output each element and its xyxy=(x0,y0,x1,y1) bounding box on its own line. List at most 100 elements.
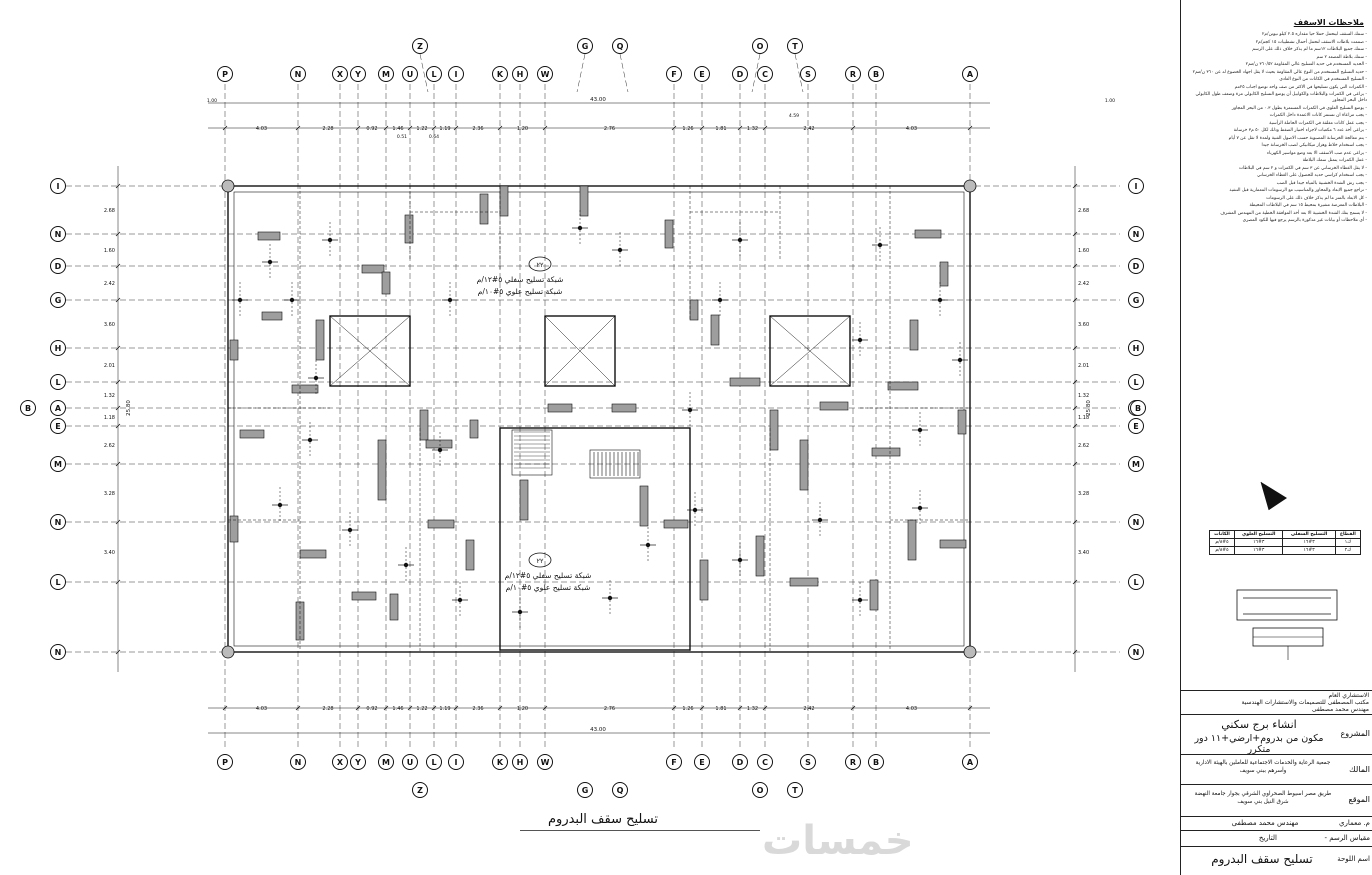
grid-bubble-left: N xyxy=(50,644,66,660)
table-cell: ٥#٨/م xyxy=(1208,538,1236,547)
note-item: - سمك السقف ليتحمل حملا حيا مقداره ٢.٥ ك… xyxy=(1262,32,1367,37)
dimension-tick xyxy=(222,705,228,711)
grid-bubble-circle xyxy=(426,754,442,770)
grid-bubble-top: H xyxy=(512,66,528,82)
dimension-tick xyxy=(1072,379,1078,385)
dimension-tick xyxy=(222,125,228,131)
structural-column xyxy=(519,479,529,521)
note-item: - سمك جميع البلاطات ١٢سم ما لم يذكر خلاف… xyxy=(1252,47,1367,52)
grid-bubble-bottom: E xyxy=(694,754,710,770)
dimension-tick xyxy=(737,125,743,131)
table-cell: التسليح السفلي xyxy=(1282,530,1336,539)
dimension-tick xyxy=(699,705,705,711)
grid-bubble-label: N xyxy=(1133,518,1140,527)
grid-bubble-left: D xyxy=(50,258,66,274)
grid-bubble-bottom-outer: O xyxy=(752,782,768,798)
note-item: - الكمرات التي يكون تسليحها في الاكثر من… xyxy=(1234,84,1367,90)
grid-bubble-label: M xyxy=(382,70,390,79)
grid-bubble-circle xyxy=(492,754,508,770)
grid-bubble-bottom-outer: Z xyxy=(412,782,428,798)
dimension-tick xyxy=(671,125,677,131)
grid-bubble-circle xyxy=(752,38,768,54)
stair-flight xyxy=(511,429,553,476)
grid-bubble-circle xyxy=(1128,456,1144,472)
grid-bubble-circle xyxy=(1130,400,1146,416)
grid-bubble-bottom: K xyxy=(492,754,508,770)
dimension-tick xyxy=(967,125,973,131)
consultant-office: مكتب المصطفى للتصميمات والاستشارات الهند… xyxy=(1241,699,1369,706)
dimension-tick xyxy=(850,125,856,131)
grid-bubble-circle xyxy=(845,754,861,770)
grid-bubble-circle xyxy=(752,782,768,798)
dimension-tick xyxy=(453,125,459,131)
grid-bubble-circle xyxy=(448,66,464,82)
grid-bubble-label: D xyxy=(737,758,744,767)
grid-bubble-circle xyxy=(962,66,978,82)
slab-id-ellipse xyxy=(528,552,552,568)
grid-bubble-label: E xyxy=(55,422,60,431)
dimension-text: 2.01 xyxy=(104,363,115,369)
dimension-tick xyxy=(1072,345,1078,351)
grid-bubble-label: L xyxy=(1133,378,1138,387)
dimension-tick xyxy=(497,125,503,131)
structural-column xyxy=(957,409,967,435)
grid-bubble-label: D xyxy=(55,262,62,271)
dimension-text: 4.03 xyxy=(256,706,267,712)
grid-bubble-top-outer: O xyxy=(752,38,768,54)
grid-bubble-circle xyxy=(402,66,418,82)
grid-bubble-circle xyxy=(868,66,884,82)
grid-bubble-label: I xyxy=(455,70,458,79)
structural-column xyxy=(869,579,879,611)
grid-bubble-circle xyxy=(666,66,682,82)
note-item: - يوضع التسليح العلوي في الكمرات المستمر… xyxy=(1231,105,1367,111)
elevator-shaft xyxy=(769,315,851,387)
scale-label: مقياس الرسم - xyxy=(1324,834,1370,842)
dimension-text: 2.42 xyxy=(803,706,814,712)
structural-column xyxy=(377,439,387,501)
note-item: - يجب عمل كانات مغلقة في الكمرات الحاملة… xyxy=(1269,120,1367,126)
structural-column xyxy=(239,429,265,439)
note-item: - يراعى في الكمرات والبلاطات والكوابيل أ… xyxy=(1195,92,1367,104)
dimension-text: 1.22 xyxy=(416,706,427,712)
grid-bubble-label: H xyxy=(55,344,62,353)
grid-bubble-label: H xyxy=(517,70,524,79)
scale-date-section: مقياس الرسم - التاريخ xyxy=(1181,830,1372,846)
dimension-tick xyxy=(115,263,121,269)
grid-bubble-circle xyxy=(217,66,233,82)
dimension-tick xyxy=(737,705,743,711)
grid-bubble-label: N xyxy=(295,70,302,79)
dimension-text: 1.81 xyxy=(715,706,726,712)
grid-bubble-label: L xyxy=(55,578,60,587)
grid-bubble-label: H xyxy=(517,758,524,767)
grid-bubble-label: O xyxy=(757,42,764,51)
dimension-tick xyxy=(115,231,121,237)
sheet-title: تسليح سقف البدروم xyxy=(548,812,658,827)
grid-bubble-top: I xyxy=(448,66,464,82)
dimension-text: 1.19 xyxy=(439,126,450,132)
slab-reinforcement-note: شبكة تسليح سفلي ٥#١٢/م xyxy=(505,571,592,580)
dimension-tick xyxy=(453,705,459,711)
grid-bubble-circle xyxy=(412,782,428,798)
structural-column xyxy=(769,409,779,451)
dimension-tick xyxy=(115,423,121,429)
dimension-text: 1.22 xyxy=(416,126,427,132)
grid-bubble-circle xyxy=(757,754,773,770)
dimension-text: 4.03 xyxy=(906,706,917,712)
table-cell: الكانات xyxy=(1208,530,1236,539)
owner-name: جمعية الرعاية والخدمات الاجتماعية للعامل… xyxy=(1195,760,1331,774)
structural-column xyxy=(799,439,809,491)
shaft-cross xyxy=(769,315,851,387)
structural-column xyxy=(425,439,453,449)
grid-bubble-left: L xyxy=(50,374,66,390)
grid-bubble-right: G xyxy=(1128,292,1144,308)
structural-column xyxy=(909,319,919,351)
dimension-tick xyxy=(115,297,121,303)
dimension-text: 0.92 xyxy=(366,706,377,712)
dimension-tick xyxy=(115,519,121,525)
grid-bubble-top: X xyxy=(332,66,348,82)
dimension-tick xyxy=(1072,579,1078,585)
dimension-text: 3.40 xyxy=(1078,550,1089,556)
grid-bubble-top: C xyxy=(757,66,773,82)
project-name: انشاء برج سكني xyxy=(1221,718,1297,731)
